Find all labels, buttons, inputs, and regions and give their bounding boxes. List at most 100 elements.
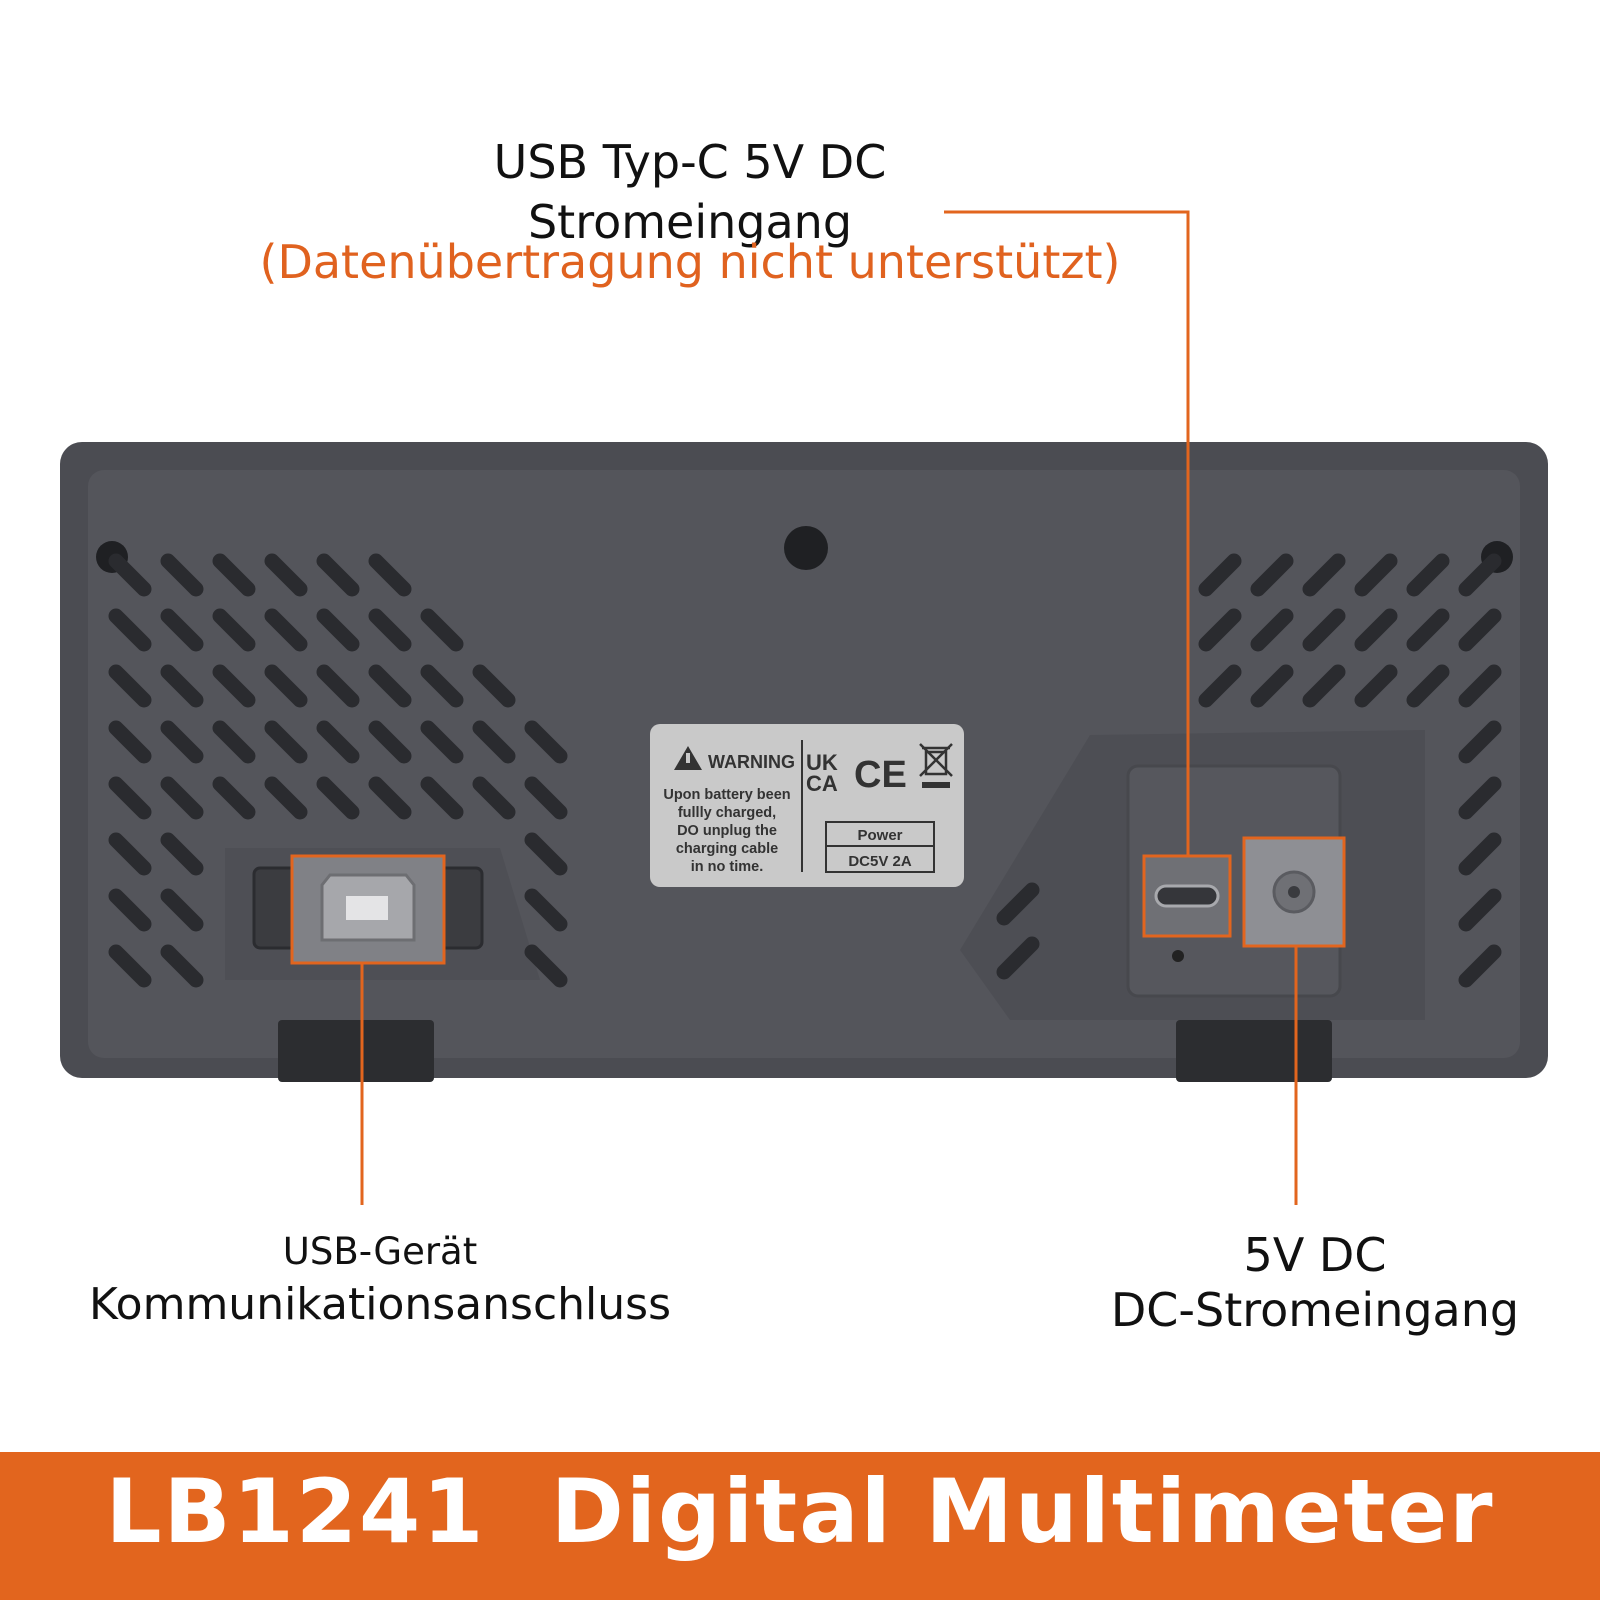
vent-slot (524, 776, 568, 820)
ukca-mark-bottom: CA (806, 771, 838, 796)
vent-slot (316, 608, 360, 652)
warning-line-3: DO unplug the (677, 823, 777, 839)
usb-c-callout-note: (Datenübertragung nicht unterstützt) (259, 234, 1121, 289)
vent-slot (1198, 664, 1242, 708)
vent-slot (1458, 888, 1502, 932)
vent-slot (368, 776, 412, 820)
vent-grille-left (108, 553, 568, 988)
vent-slot (420, 608, 464, 652)
vent-slot (1458, 720, 1502, 764)
power-spec: DC5V 2A (848, 853, 912, 870)
vent-slot (420, 776, 464, 820)
ce-mark: CE (854, 754, 907, 796)
vent-slot (160, 553, 204, 597)
dc-input-callout: 5V DC DC-Stromeingang (1075, 1228, 1555, 1338)
vent-slot (264, 608, 308, 652)
vent-slot (160, 888, 204, 932)
usb-device-callout-line2: Kommunikationsanschluss (89, 1279, 671, 1331)
vent-slot (160, 944, 204, 988)
banner-title: LB1241 Digital Multimeter (105, 1460, 1495, 1563)
vent-slot (996, 882, 1040, 926)
bottom-banner (0, 1452, 1600, 1600)
vent-slot (1250, 553, 1294, 597)
vent-slot (1354, 608, 1398, 652)
vent-slot (368, 664, 412, 708)
vent-slot (420, 720, 464, 764)
vent-slot (1198, 608, 1242, 652)
vent-slot (524, 832, 568, 876)
vent-slot (472, 720, 516, 764)
vent-slot (1458, 944, 1502, 988)
vent-slot (1250, 608, 1294, 652)
vent-grille-right (996, 553, 1502, 988)
vent-slot (1354, 553, 1398, 597)
vent-slot (1250, 664, 1294, 708)
usb-b-pin (346, 896, 388, 920)
vent-slot (264, 553, 308, 597)
vent-slot (1406, 664, 1450, 708)
foot-left (278, 1020, 434, 1082)
warning-line-2: fullly charged, (678, 805, 776, 821)
vent-slot (1458, 664, 1502, 708)
vent-slot (1198, 553, 1242, 597)
indicator-led (1172, 950, 1184, 962)
vent-slot (1302, 608, 1346, 652)
weee-bar (922, 782, 950, 788)
vent-slot (316, 664, 360, 708)
vent-slot (1458, 553, 1502, 597)
vent-slot (108, 832, 152, 876)
vent-slot (160, 664, 204, 708)
vent-slot (1302, 664, 1346, 708)
vent-slot (108, 608, 152, 652)
vent-slot (108, 888, 152, 932)
dc-input-callout-line2: DC-Stromeingang (1110, 1283, 1520, 1338)
vent-slot (1406, 553, 1450, 597)
usb-c-leader-line (944, 210, 1190, 856)
vent-slot (368, 720, 412, 764)
vent-slot (472, 664, 516, 708)
warning-line-4: charging cable (676, 841, 778, 857)
vent-slot (1458, 608, 1502, 652)
vent-slot (108, 664, 152, 708)
dc-jack-pin (1288, 886, 1300, 898)
vent-slot (316, 776, 360, 820)
vent-slot (996, 936, 1040, 980)
vent-slot (108, 720, 152, 764)
foot-right (1176, 1020, 1332, 1082)
vent-slot (108, 776, 152, 820)
vent-slot (420, 664, 464, 708)
dc-input-callout-line1: 5V DC (1243, 1228, 1387, 1282)
vent-slot (1354, 664, 1398, 708)
usb-c-callout-line2: Stromeingang (527, 194, 853, 249)
vent-slot (264, 664, 308, 708)
usb-device-callout-line1: USB-Gerät (282, 1230, 478, 1273)
vent-slot (212, 553, 256, 597)
warning-title: WARNING (708, 752, 795, 772)
vent-slot (108, 553, 152, 597)
vent-slot (1302, 553, 1346, 597)
vent-slot (160, 720, 204, 764)
vent-slot (316, 720, 360, 764)
warning-line-1: Upon battery been (663, 787, 790, 803)
vent-slot (316, 553, 360, 597)
usb-device-callout: USB-Gerät Kommunikationsanschluss (40, 1228, 720, 1333)
vent-slot (160, 776, 204, 820)
vent-slot (1406, 608, 1450, 652)
vent-slot (264, 720, 308, 764)
vent-slot (264, 776, 308, 820)
usb-c-port-icon (1154, 884, 1220, 908)
vent-slot (212, 608, 256, 652)
warning-line-5: in no time. (691, 859, 764, 875)
vent-slot (1458, 832, 1502, 876)
vent-slot (160, 608, 204, 652)
vent-slot (212, 776, 256, 820)
vent-slot (108, 944, 152, 988)
usb-c-callout: USB Typ-C 5V DC Stromeingang (Datenübert… (170, 133, 1210, 292)
vent-slot (472, 776, 516, 820)
vent-slot (160, 832, 204, 876)
vent-slot (212, 720, 256, 764)
vent-slot (524, 888, 568, 932)
usb-c-callout-line1: USB Typ-C 5V DC (493, 135, 887, 189)
vent-slot (524, 720, 568, 764)
